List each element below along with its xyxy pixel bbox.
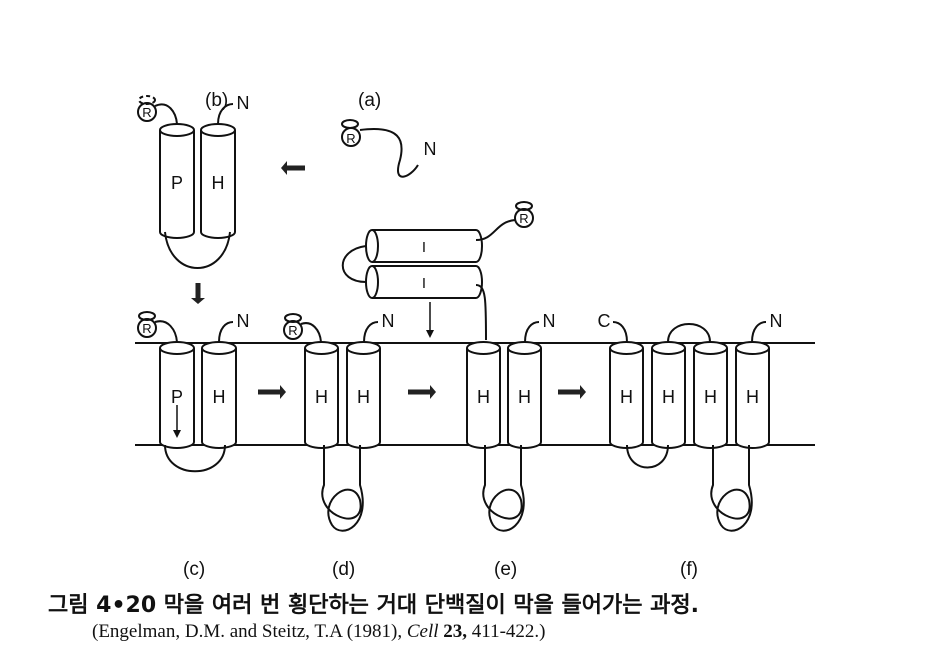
n-terminus-f: N — [770, 311, 783, 331]
c-terminus-f: C — [598, 311, 611, 331]
loop-b — [164, 231, 231, 269]
helix-h2-f-top — [651, 341, 686, 355]
n-terminus-d: N — [382, 311, 395, 331]
n-terminus-b: N — [237, 93, 250, 113]
svg-text:R: R — [346, 131, 355, 146]
svg-text:N: N — [424, 139, 437, 159]
helix-p-c-label: P — [171, 387, 183, 407]
helix-h-b-top — [200, 123, 236, 137]
helix-h2-e — [507, 348, 542, 449]
arrow-b-to-c-head — [191, 298, 205, 304]
loop-bottom-f — [626, 444, 669, 469]
helix-h2-e-top — [507, 341, 542, 355]
arrow-a-to-b-head — [281, 161, 287, 175]
helix-i1-floating-end — [365, 229, 379, 263]
panel-label-e: (e) — [494, 559, 517, 580]
helix-h1-e — [466, 348, 501, 449]
signal-r-b — [137, 102, 157, 122]
helix-i2-floating-label: I — [422, 275, 426, 292]
helix-h4-f-label: H — [746, 387, 759, 407]
helix-h2-f-label: H — [662, 387, 675, 407]
helix-p-b-top — [159, 123, 195, 137]
arrow-e-to-f-head — [580, 385, 586, 399]
loop-knot-f — [710, 445, 753, 532]
signal-r-floating — [514, 208, 534, 228]
helix-h-b — [200, 130, 236, 239]
helix-h1-e-label: H — [477, 387, 490, 407]
helix-h3-f-label: H — [704, 387, 717, 407]
helix-h-b-label: H — [212, 173, 225, 193]
helix-h-c-label: H — [213, 387, 226, 407]
helix-h2-d — [346, 348, 381, 449]
helix-h1-f-top — [609, 341, 644, 355]
helix-h1-e-top — [466, 341, 501, 355]
n-terminus-e: N — [543, 311, 556, 331]
panel-label-c: (c) — [183, 559, 205, 580]
loop-c — [164, 444, 226, 473]
loop-knot-e — [482, 445, 525, 532]
r-link-c — [154, 320, 178, 343]
helix-i2-floating — [372, 265, 483, 299]
n-link-b — [217, 103, 234, 125]
helix-p-c — [159, 348, 195, 449]
panel-label-b: (b) — [205, 90, 228, 111]
helix-h2-e-label: H — [518, 387, 531, 407]
helix-h4-f-top — [735, 341, 770, 355]
figure-caption: 그림 4•20 막을 여러 번 횡단하는 거대 단백질이 막을 들어가는 과정. — [48, 593, 699, 618]
c-link-f — [612, 321, 628, 343]
arrow-c-to-d-head — [280, 385, 286, 399]
helix-h2-d-label: H — [357, 387, 370, 407]
helix-h3-f — [693, 348, 728, 449]
n-terminus-c: N — [237, 311, 250, 331]
helix-i1-floating — [372, 229, 483, 263]
helix-i2-floating-end — [365, 265, 379, 299]
helix-h2-d-top — [346, 341, 381, 355]
signal-r-c-label: R — [142, 321, 151, 336]
helix-p-b-label: P — [171, 173, 183, 193]
panel-label-a: (a) — [358, 90, 381, 111]
signal-r-floating-label: R — [519, 211, 528, 226]
n-link-d — [363, 321, 379, 343]
loop-top-f — [667, 323, 711, 343]
panel-label-f: (f) — [680, 559, 698, 580]
signal-r-c — [137, 318, 157, 338]
helix-h1-d-label: H — [315, 387, 328, 407]
figure-citation: (Engelman, D.M. and Steitz, T.A (1981), … — [92, 621, 545, 642]
n-link-e — [524, 321, 540, 343]
signal-r-d — [283, 320, 303, 340]
helix-p-b — [159, 130, 195, 239]
helix-h3-f-top — [693, 341, 728, 355]
link-floating-r — [475, 219, 516, 241]
panel-a-nascent-chain: R N — [341, 119, 437, 178]
helix-h4-f — [735, 348, 770, 449]
helix-h-c — [201, 348, 237, 449]
r-link-d — [300, 322, 322, 343]
panel-label-d: (d) — [332, 559, 355, 580]
link-floating-e — [475, 284, 487, 341]
helix-i1-floating-label: I — [422, 239, 426, 256]
helix-h1-f-label: H — [620, 387, 633, 407]
n-link-f — [751, 321, 767, 343]
cleavage-arrow-c-head — [173, 430, 181, 438]
helix-h-c-top — [201, 341, 237, 355]
helix-p-c-top — [159, 341, 195, 355]
loop-floating — [341, 245, 367, 283]
helix-h1-d-top — [304, 341, 339, 355]
loop-knot-d — [321, 445, 364, 532]
arrow-d-to-e-head — [430, 385, 436, 399]
signal-r-b-label: R — [142, 105, 151, 120]
r-link-b — [154, 103, 178, 125]
helix-h1-d — [304, 348, 339, 449]
insert-arrow-head — [426, 330, 434, 338]
n-link-c — [218, 321, 234, 343]
signal-r-d-label: R — [288, 323, 297, 338]
